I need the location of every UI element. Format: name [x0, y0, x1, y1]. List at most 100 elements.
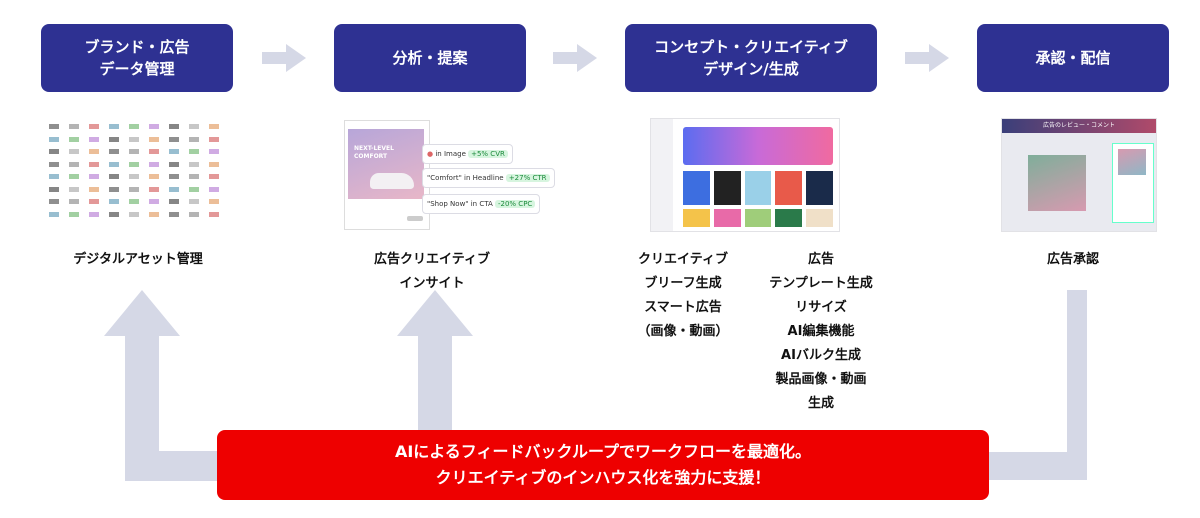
asset-tile: [89, 136, 99, 142]
asset-tile: [169, 199, 179, 204]
asset-tile: [89, 211, 99, 217]
asset-tile: [129, 186, 139, 192]
asset-tile: [49, 211, 59, 217]
asset-tile: [169, 211, 179, 217]
loop-mid-vertical: [418, 330, 452, 435]
asset-tile: [49, 174, 59, 179]
design-tool-thumbnail: [650, 118, 840, 232]
review-canvas-preview: [1118, 149, 1146, 175]
asset-tile: [149, 186, 159, 192]
creative-insight-thumbnail: NEXT-LEVEL COMFORT ● in Image +5% CVR "C…: [340, 118, 555, 230]
asset-tile: [69, 124, 79, 129]
flow-arrow-1: [262, 44, 306, 72]
loop-left-vertical: [125, 330, 159, 455]
asset-tile: [129, 124, 139, 129]
flow-arrow-3: [905, 44, 949, 72]
asset-tile: [129, 199, 139, 204]
asset-tile: [49, 136, 59, 142]
loop-right-horizontal: [985, 452, 1087, 480]
feedback-loop-banner: AIによるフィードバックループでワークフローを最適化。 クリエイティブのインハウ…: [217, 430, 989, 500]
asset-tile: [129, 211, 139, 217]
asset-tile: [189, 199, 199, 204]
asset-tile: [69, 211, 79, 217]
asset-tile: [129, 161, 139, 167]
asset-tile: [189, 124, 199, 129]
asset-tile: [69, 149, 79, 154]
stage-data-management: ブランド・広告 データ管理: [41, 24, 233, 92]
asset-tile: [69, 136, 79, 142]
asset-tile: [49, 199, 59, 204]
insight-ad-cta: [407, 216, 423, 221]
design-sidebar: [651, 119, 673, 231]
asset-tile: [89, 161, 99, 167]
asset-tile: [189, 136, 199, 142]
asset-tile: [69, 161, 79, 167]
loop-left-horizontal: [125, 451, 225, 481]
asset-tile: [189, 186, 199, 192]
asset-grid: [49, 124, 227, 224]
asset-library-thumbnail: [45, 118, 231, 230]
asset-tile: [129, 149, 139, 154]
design-template-row-2: [683, 209, 833, 227]
asset-tile: [149, 199, 159, 204]
insight-chip-cta: "Shop Now" in CTA -20% CPC: [422, 194, 541, 214]
asset-tile: [149, 174, 159, 179]
feature-creative-insight: 広告クリエイティブ インサイト: [374, 252, 490, 291]
asset-tile: [89, 174, 99, 179]
asset-tile: [209, 149, 219, 154]
asset-tile: [169, 186, 179, 192]
asset-tile: [209, 199, 219, 204]
feature-design-left: クリエイティブ ブリーフ生成 スマート広告 （画像・動画）: [637, 252, 729, 339]
asset-tile: [109, 136, 119, 142]
loop-right-vertical: [1067, 290, 1087, 480]
asset-tile: [69, 186, 79, 192]
asset-tile: [169, 149, 179, 154]
asset-tile: [49, 124, 59, 129]
asset-tile: [49, 161, 59, 167]
insight-ad-card: NEXT-LEVEL COMFORT: [344, 120, 430, 230]
asset-tile: [109, 174, 119, 179]
flow-arrow-2: [553, 44, 597, 72]
asset-tile: [89, 149, 99, 154]
feature-design-right: 広告 テンプレート生成 リサイズ AI編集機能 AIバルク生成 製品画像・動画 …: [769, 252, 873, 411]
design-template-row: [683, 171, 833, 205]
stage-approval: 承認・配信: [977, 24, 1169, 92]
asset-tile: [49, 186, 59, 192]
asset-tile: [109, 199, 119, 204]
asset-tile: [149, 211, 159, 217]
asset-tile: [109, 211, 119, 217]
ad-review-thumbnail: 広告のレビュー・コメント: [1001, 118, 1157, 232]
asset-tile: [169, 161, 179, 167]
asset-tile: [209, 174, 219, 179]
asset-tile: [89, 186, 99, 192]
banner-line-1: AIによるフィードバックループでワークフローを最適化。: [394, 442, 812, 461]
insight-ad-image: NEXT-LEVEL COMFORT: [348, 129, 424, 199]
loop-left-arrowhead: [104, 290, 180, 336]
asset-tile: [109, 149, 119, 154]
insight-ad-headline: NEXT-LEVEL COMFORT: [354, 145, 394, 160]
asset-tile: [149, 161, 159, 167]
asset-tile: [129, 136, 139, 142]
asset-tile: [49, 149, 59, 154]
asset-tile: [209, 161, 219, 167]
stage-analysis: 分析・提案: [334, 24, 526, 92]
stage-design: コンセプト・クリエイティブ デザイン/生成: [625, 24, 877, 92]
asset-tile: [109, 186, 119, 192]
asset-tile: [189, 211, 199, 217]
asset-tile: [209, 124, 219, 129]
asset-tile: [189, 149, 199, 154]
banner-line-2: クリエイティブのインハウス化を強力に支援！: [435, 468, 771, 487]
asset-tile: [89, 199, 99, 204]
asset-tile: [169, 124, 179, 129]
asset-tile: [189, 161, 199, 167]
asset-tile: [89, 124, 99, 129]
loop-mid-arrowhead: [397, 290, 473, 336]
asset-tile: [69, 199, 79, 204]
asset-tile: [109, 124, 119, 129]
asset-tile: [129, 174, 139, 179]
asset-tile: [209, 211, 219, 217]
asset-tile: [169, 136, 179, 142]
asset-tile: [209, 186, 219, 192]
shoe-shape: [370, 173, 414, 189]
insight-chip-image: ● in Image +5% CVR: [422, 144, 513, 164]
